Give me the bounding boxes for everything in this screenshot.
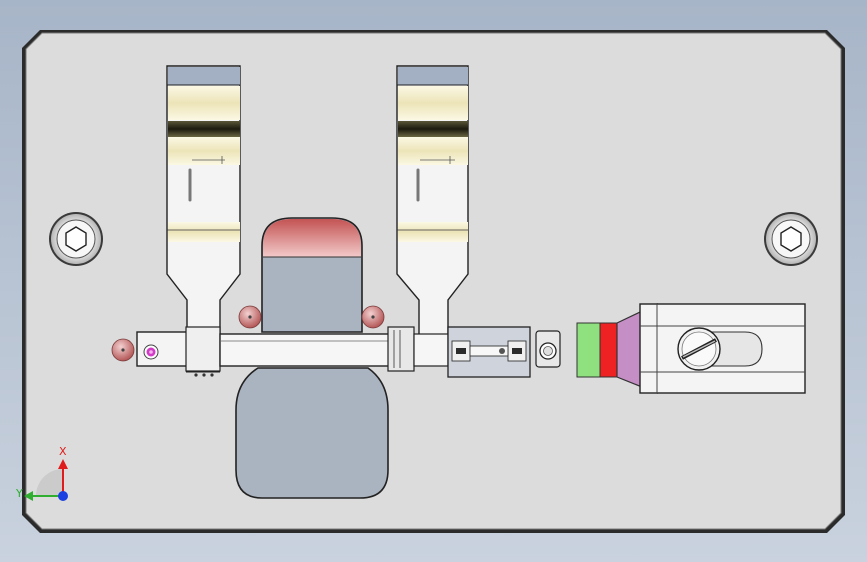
center-pad-block[interactable]	[261, 217, 363, 333]
locating-pin[interactable]	[143, 344, 159, 360]
slotted-screw-icon[interactable]	[677, 327, 721, 371]
x-axis-arrowhead	[58, 459, 68, 469]
slide-rail[interactable]	[136, 326, 449, 377]
linkage-block[interactable]	[447, 326, 531, 378]
y-axis-label: Y	[15, 487, 23, 500]
coordinate-triad[interactable]: X Y	[15, 445, 68, 501]
clamp-assembly[interactable]	[576, 303, 806, 394]
dome-ball[interactable]	[361, 305, 385, 329]
hex-socket-bolt-icon[interactable]	[49, 212, 103, 266]
hex-socket-bolt-icon[interactable]	[764, 212, 818, 266]
x-axis-label: X	[59, 445, 67, 458]
z-axis-dot	[58, 491, 68, 501]
lower-pocket[interactable]	[235, 367, 389, 499]
right-gripper-finger[interactable]	[396, 65, 469, 361]
stop-block[interactable]	[535, 330, 561, 368]
dome-ball[interactable]	[238, 305, 262, 329]
dome-ball[interactable]	[111, 338, 135, 362]
y-axis-arrowhead	[24, 491, 33, 501]
